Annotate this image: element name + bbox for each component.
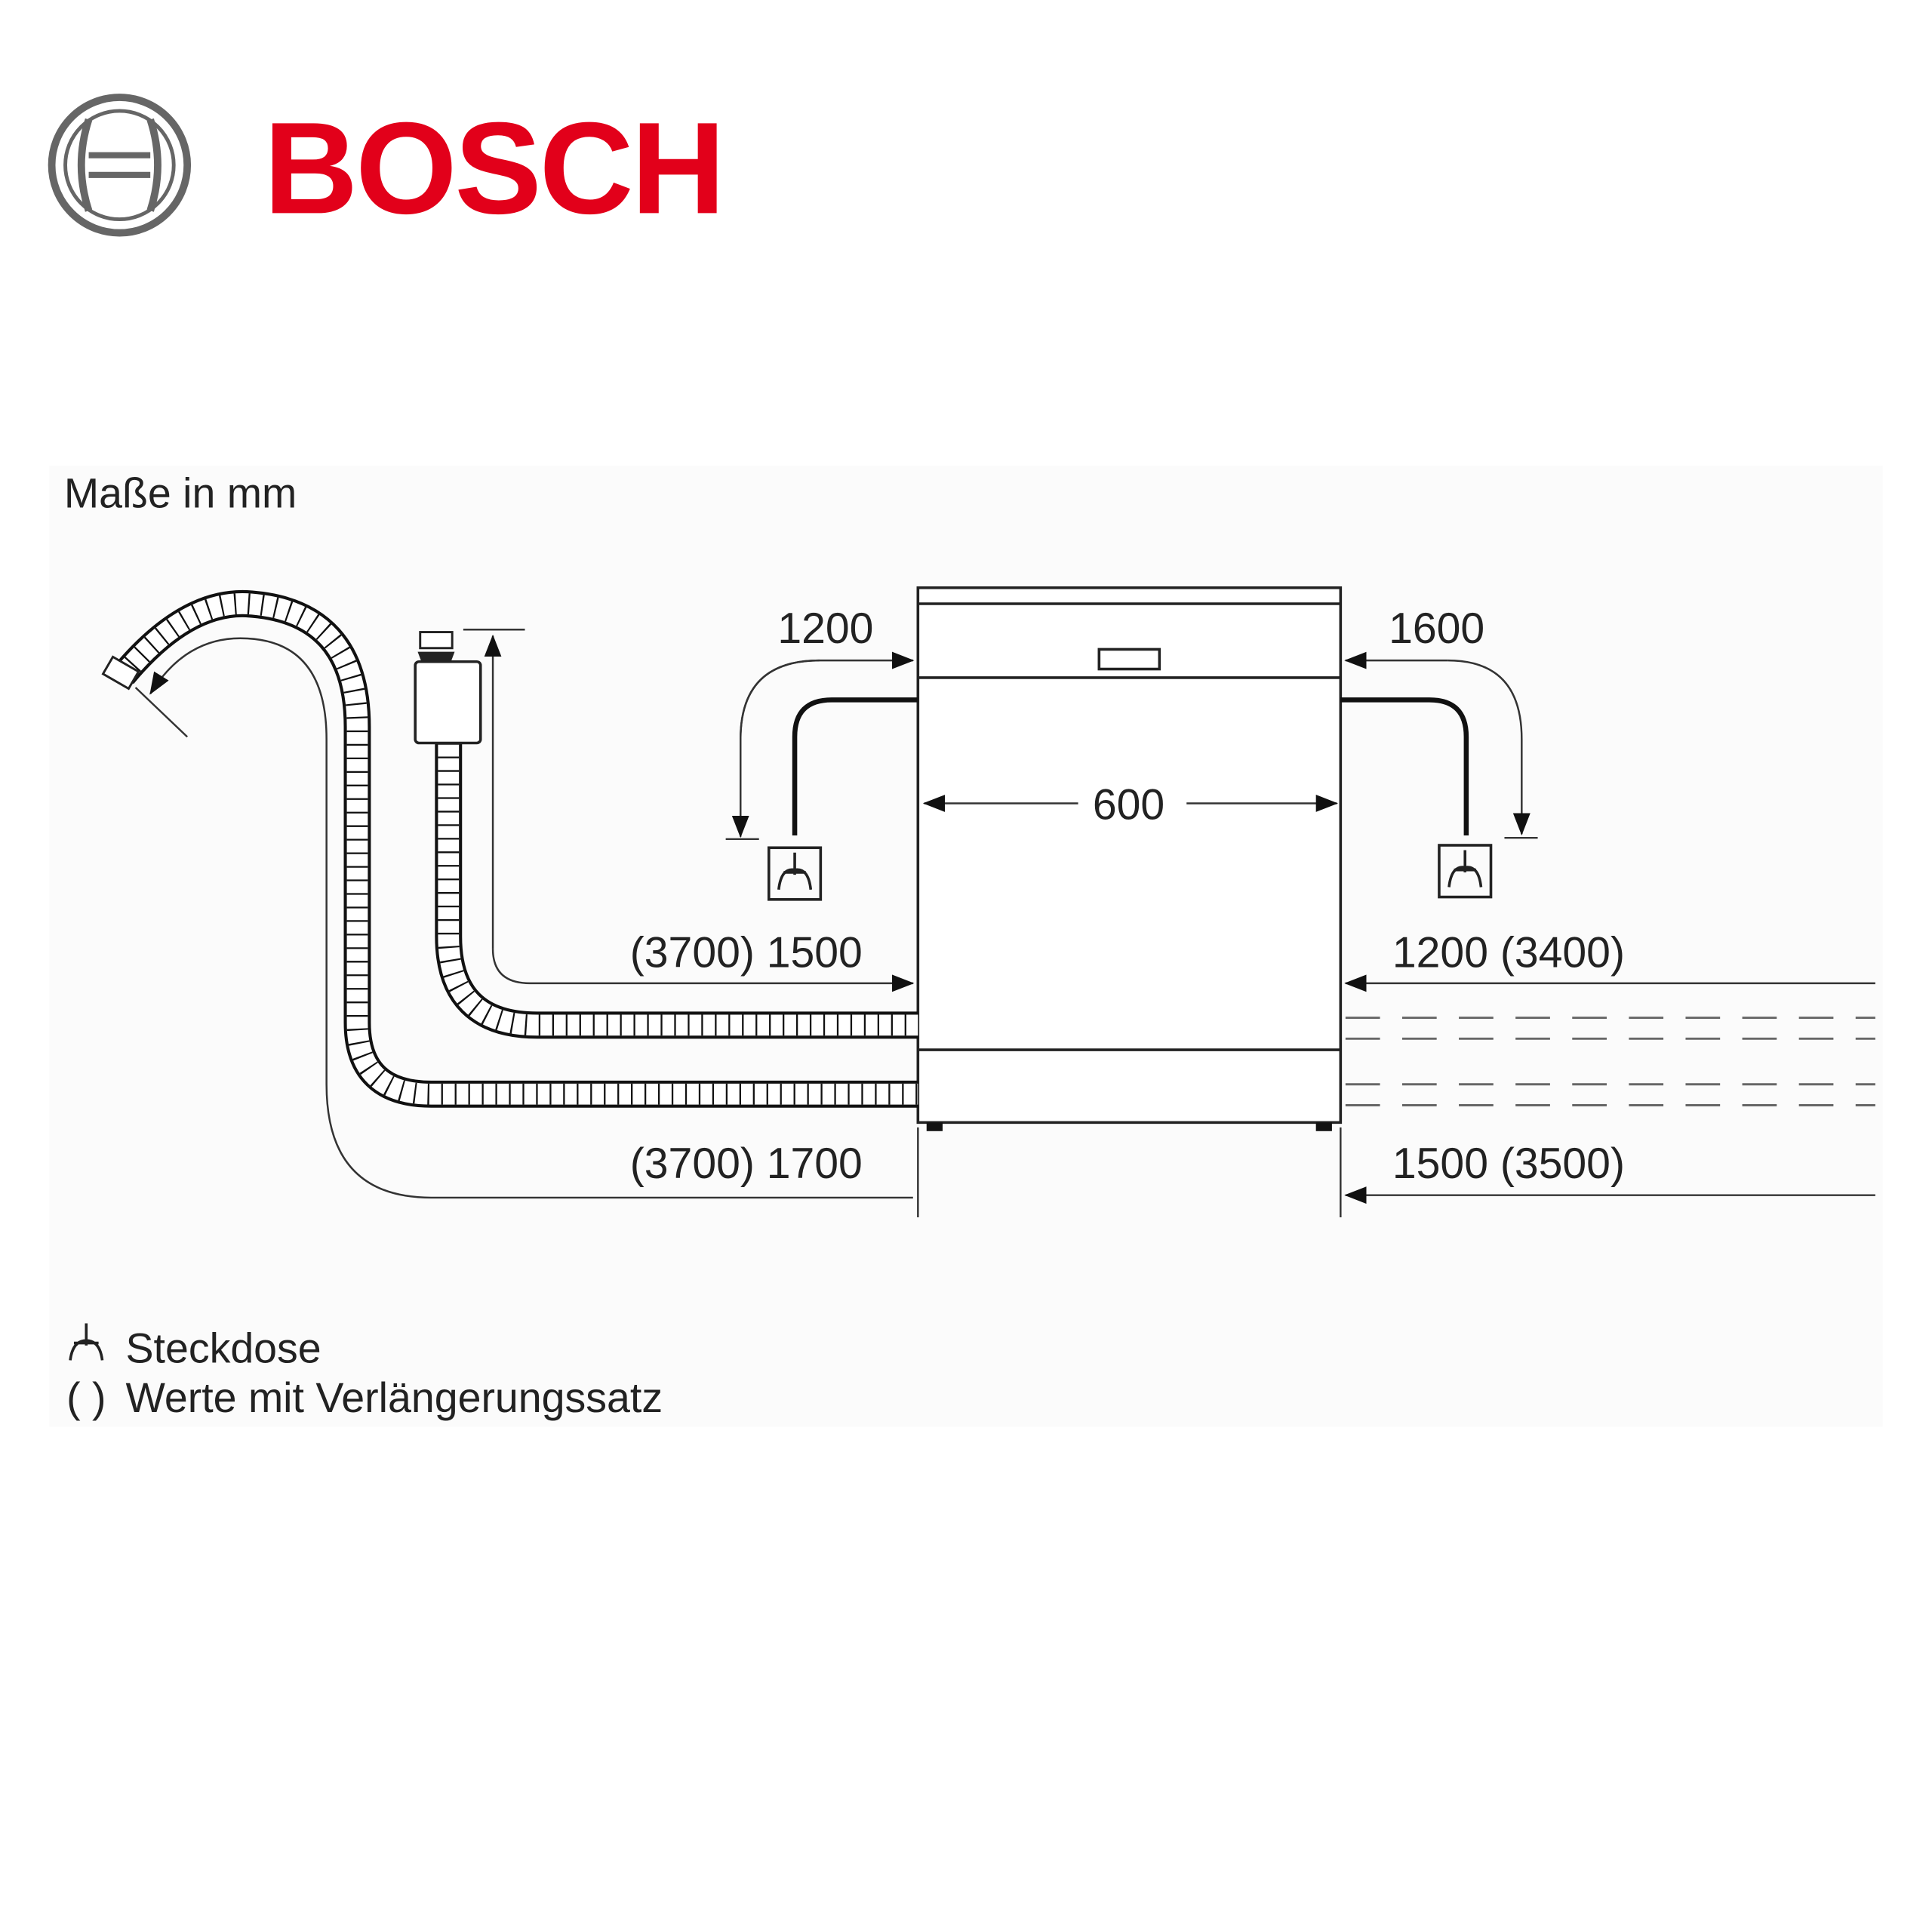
- drain-hose-left: [101, 590, 918, 1108]
- units-caption: Maße in mm: [64, 470, 297, 517]
- control-display: [1097, 648, 1161, 671]
- left-drain-hose-length: (3700) 1700: [630, 1140, 863, 1188]
- legend-extension-label: Werte mit Verlängerungssatz: [126, 1374, 663, 1421]
- brand-name: BOSCH: [263, 94, 723, 241]
- foot-right: [1315, 1122, 1332, 1131]
- power-cable-left: [792, 697, 918, 835]
- inlet-hose-left: [414, 631, 918, 1039]
- socket-icon: [1438, 844, 1493, 899]
- right-drain-hose-length: 1500 (3500): [1392, 1140, 1625, 1188]
- width-dimension: 600: [1093, 781, 1164, 829]
- aquastop-valve: [414, 660, 482, 745]
- legend: Steckdose ( ) Werte mit Verlängerungssat…: [66, 1323, 663, 1421]
- right-inlet-hose-length: 1200 (3400): [1392, 929, 1625, 977]
- socket-icon: [767, 846, 823, 901]
- socket-icon: [69, 1323, 104, 1361]
- legend-parentheses-symbol: ( ): [66, 1374, 106, 1421]
- right-cable-length: 1600: [1389, 605, 1484, 653]
- legend-socket-label: Steckdose: [126, 1325, 321, 1372]
- power-cable-right: [1340, 697, 1469, 835]
- bosch-logo-icon: [48, 94, 192, 237]
- left-inlet-hose-length: (3700) 1500: [630, 929, 863, 977]
- foot-left: [926, 1122, 943, 1131]
- left-cable-length: 1200: [777, 605, 873, 653]
- dishwasher: [916, 586, 1343, 1131]
- right-hose-dashed-guides: [1345, 1017, 1875, 1106]
